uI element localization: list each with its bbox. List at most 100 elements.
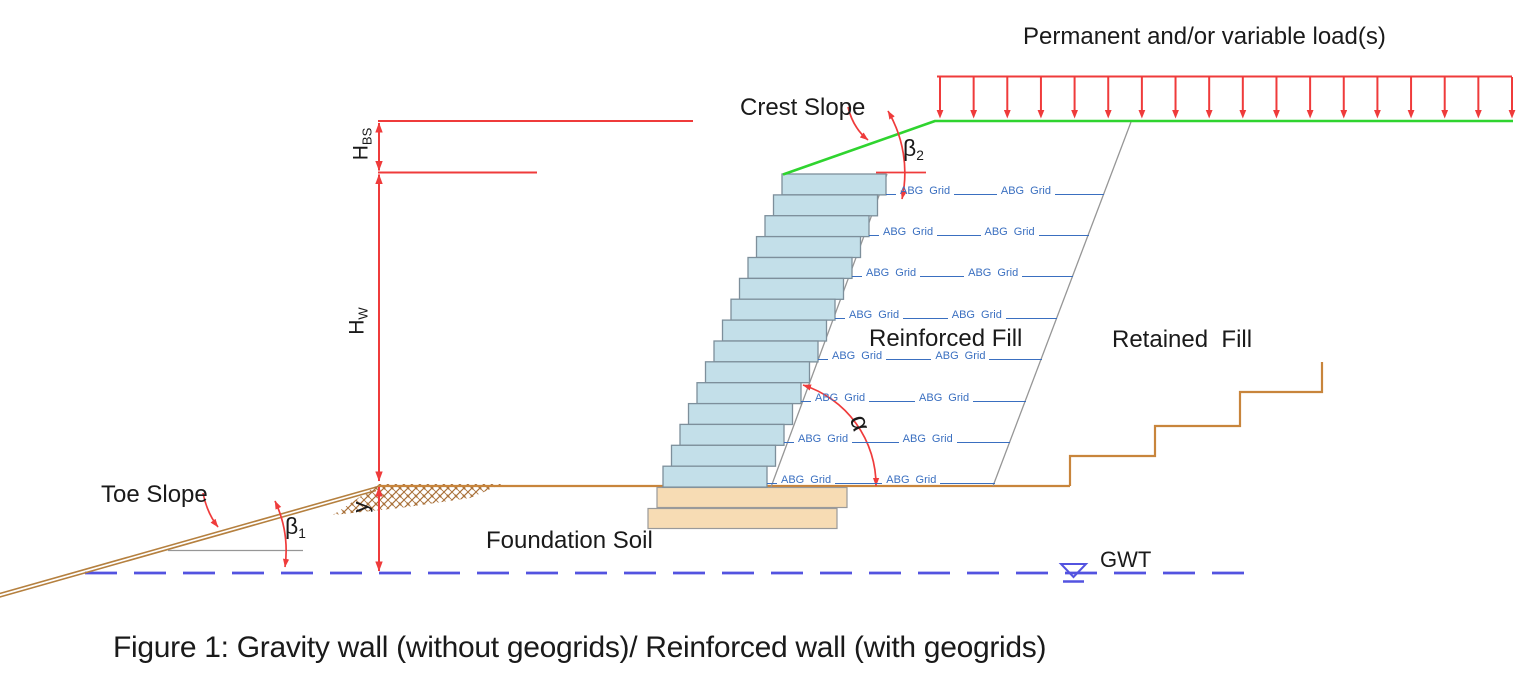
surcharge-label: Permanent and/or variable load(s)	[1023, 23, 1386, 50]
geogrid-line-segment	[818, 355, 828, 361]
geogrid-row: ABG Grid ABG Grid	[801, 387, 1026, 404]
abg-grid-label: ABG Grid	[900, 184, 951, 197]
geogrid-row: ABG Grid ABG Grid	[767, 469, 995, 487]
abg-grid-label: ABG Grid	[815, 391, 866, 404]
geogrid-line-segment	[937, 231, 981, 236]
geogrid-row: ABG Grid ABG Grid	[869, 221, 1089, 238]
geogrid-line-segment	[835, 314, 845, 319]
geogrid-line-segment	[1054, 190, 1105, 195]
geogrid-line-segment	[1038, 231, 1089, 236]
geogrid-line-segment	[784, 438, 794, 443]
retained-ground-steps	[1068, 362, 1324, 486]
hbs-dimension-label: HBS	[349, 127, 375, 161]
load-arrow-head	[1172, 110, 1179, 119]
wall-block	[713, 340, 819, 363]
wall-blocks-group	[662, 173, 887, 488]
geogrid-row: ABG Grid ABG Grid	[835, 304, 1058, 321]
wall-block	[738, 277, 845, 300]
abg-grid-label: ABG Grid	[1000, 184, 1051, 197]
reinforced-zone-boundary-line	[992, 121, 1132, 487]
load-arrow-head	[1239, 110, 1247, 119]
beta2-label: β2	[903, 135, 924, 163]
crest-slope-label: Crest Slope	[740, 94, 866, 121]
geogrid-line-segment	[767, 479, 777, 485]
foundation-layer-1	[656, 486, 848, 509]
geogrid-line-segment	[801, 397, 811, 402]
toe-slope-line-2	[0, 489, 377, 598]
abg-grid-label: ABG Grid	[919, 391, 970, 404]
abg-grid-label: ABG Grid	[798, 432, 849, 445]
wall-block	[755, 235, 862, 259]
geogrid-line-segment	[903, 314, 948, 319]
abg-grid-label: ABG Grid	[886, 474, 937, 487]
toe-slope-line	[0, 485, 381, 595]
geogrid-line-segment	[920, 272, 965, 278]
figure-title: Figure 1: Gravity wall (without geogrids…	[113, 631, 1047, 664]
beta1-label: β1	[285, 513, 306, 541]
abg-grid-label: ABG Grid	[951, 308, 1002, 321]
hw-dimension-label: HW	[345, 307, 371, 335]
wall-block	[670, 444, 777, 467]
wall-block	[679, 423, 785, 446]
toe-slope-label: Toe Slope	[101, 481, 208, 508]
load-arrow-head	[1441, 110, 1449, 119]
wall-block	[696, 382, 802, 405]
geogrid-row: ABG Grid ABG Grid	[886, 180, 1105, 197]
load-arrow-head	[1205, 110, 1213, 119]
foundation-layer-2	[647, 507, 838, 530]
retained-fill-label: Retained Fill	[1112, 326, 1253, 353]
geogrid-line-segment	[940, 479, 995, 485]
geogrid-line-segment	[1005, 314, 1058, 319]
load-arrow-head	[1037, 110, 1045, 119]
geogrid-line-segment	[954, 190, 997, 195]
wall-block	[687, 402, 794, 426]
geogrid-line-segment	[852, 272, 862, 278]
geogrid-line-segment	[1022, 272, 1073, 278]
wall-block	[662, 465, 768, 488]
load-arrow-head	[1374, 110, 1381, 119]
load-arrow-head	[1508, 110, 1516, 119]
wall-block	[764, 215, 870, 238]
load-arrow-head	[1071, 110, 1078, 119]
wall-block	[772, 194, 879, 217]
geogrid-row: ABG Grid ABG Grid	[818, 345, 1042, 363]
gwt-triangle-icon	[1058, 563, 1089, 579]
geogrid-line-segment	[869, 231, 879, 236]
wall-block	[730, 298, 836, 321]
wall-block	[704, 361, 811, 384]
geogrid-line-segment	[886, 190, 896, 195]
load-arrow-head	[936, 110, 944, 119]
geogrid-line-segment	[835, 479, 883, 485]
abg-grid-label: ABG Grid	[935, 350, 986, 363]
abg-grid-label: ABG Grid	[968, 267, 1019, 280]
wall-block	[721, 319, 828, 342]
toe-berm-hatch	[333, 484, 502, 515]
beta1-angle-arc	[274, 500, 290, 568]
load-arrow-head	[1104, 110, 1112, 119]
load-arrow-head	[1003, 110, 1011, 119]
load-arrow-head	[1138, 110, 1146, 119]
abg-grid-label: ABG Grid	[849, 308, 900, 321]
geogrid-line-segment	[989, 355, 1042, 361]
abg-grid-label: ABG Grid	[883, 225, 934, 238]
abg-grid-label: ABG Grid	[781, 474, 832, 487]
y-dimension-label: y	[348, 501, 373, 513]
load-arrow-head	[1306, 110, 1314, 119]
geogrid-line-segment	[886, 355, 932, 361]
alpha-angle-arc	[802, 384, 880, 487]
crest-slope-line	[782, 119, 1513, 176]
load-arrow-head	[1407, 110, 1415, 119]
geogrid-line-segment	[973, 397, 1026, 402]
abg-grid-label: ABG Grid	[832, 350, 883, 363]
geogrid-line-segment	[852, 438, 899, 443]
abg-grid-label: ABG Grid	[984, 225, 1035, 238]
wall-block	[747, 256, 853, 280]
geogrid-line-segment	[869, 397, 916, 402]
reinforced-fill-label: Reinforced Fill	[869, 325, 1023, 352]
geogrid-line-segment	[956, 438, 1011, 443]
foundation-soil-label: Foundation Soil	[486, 527, 653, 554]
toe-slope-leader-arrow	[202, 492, 219, 528]
